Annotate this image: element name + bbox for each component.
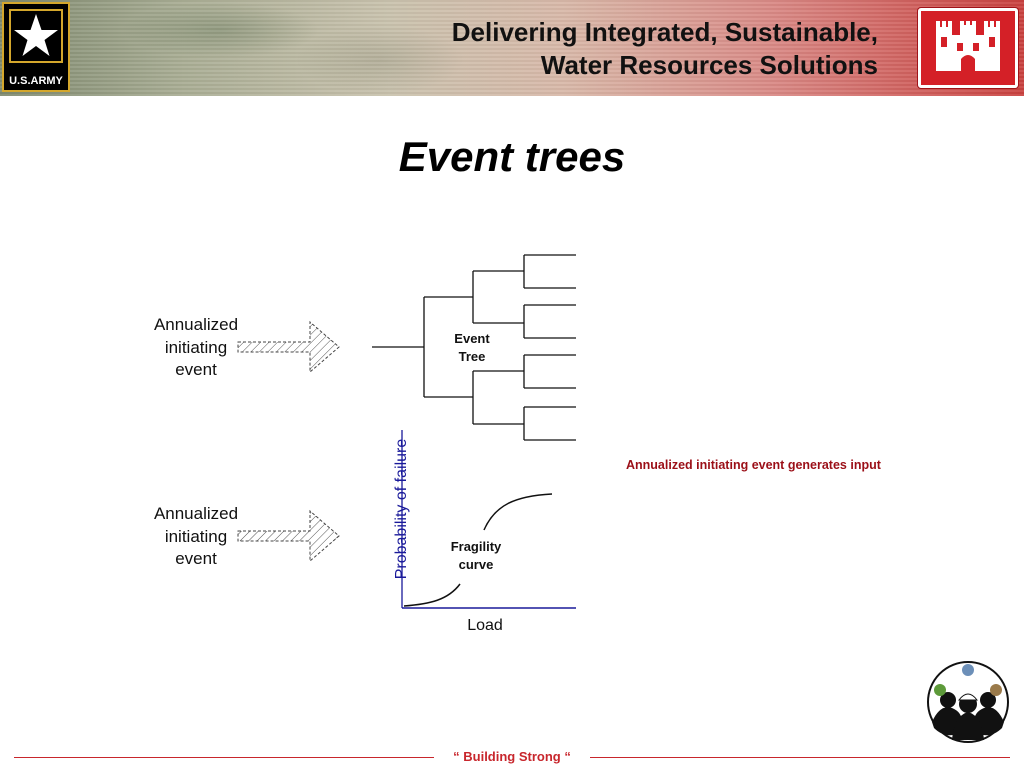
event-tree-label-line: Tree: [458, 349, 486, 364]
initiating-event-label-bottom-line: event: [175, 549, 217, 568]
fragility-axes: [401, 430, 576, 609]
header-banner: U.S.ARMY Delivering Integrated, Sustaina…: [0, 0, 1024, 96]
banner-map-texture: [0, 0, 1024, 96]
event-tree-label: Event Tree: [442, 330, 502, 366]
header-title-line1: Delivering Integrated, Sustainable,: [451, 17, 878, 47]
army-logo-text: U.S.ARMY: [9, 75, 63, 87]
army-logo: U.S.ARMY: [2, 2, 70, 92]
fragility-curve-upper: [483, 493, 553, 531]
fragility-curve-lower: [403, 583, 461, 607]
event-tree-label-line: Event: [454, 331, 490, 346]
header-title: Delivering Integrated, Sustainable, Wate…: [278, 16, 878, 82]
header-title-line2: Water Resources Solutions: [540, 50, 878, 80]
slide-title: Event trees: [398, 133, 626, 180]
castle-icon: [936, 21, 1000, 71]
footer-motto: “ Building Strong “: [453, 749, 571, 764]
initiating-event-label-bottom-line: initiating: [164, 526, 228, 546]
people-icon: [927, 661, 1009, 743]
event-tree-branches: [372, 254, 576, 441]
footer-divider-right: [590, 757, 1010, 758]
initiating-event-label-top: Annualized initiating event: [141, 314, 251, 382]
x-axis-label: Load: [467, 617, 503, 634]
army-star-icon: [8, 8, 64, 64]
initiating-event-label-top-line: initiating: [164, 337, 228, 357]
arrow-icon-bottom: [237, 509, 340, 563]
initiating-event-label-bottom: Annualized initiating event: [141, 503, 251, 571]
fragility-curve-label: Fragility curve: [440, 538, 512, 574]
side-note: Annualized initiating event generates in…: [626, 458, 881, 472]
arrow-icon-top: [237, 320, 340, 374]
initiating-event-label-top-line: Annualized: [153, 315, 239, 334]
y-axis-label: Probability of failure: [393, 438, 410, 580]
fragility-curve-label-line: curve: [458, 557, 494, 572]
usace-logo: [918, 8, 1018, 88]
fragility-curve-label-line: Fragility: [450, 539, 502, 554]
footer-divider-left: [14, 757, 434, 758]
initiating-event-label-bottom-line: Annualized: [153, 504, 239, 523]
initiating-event-label-top-line: event: [175, 360, 217, 379]
